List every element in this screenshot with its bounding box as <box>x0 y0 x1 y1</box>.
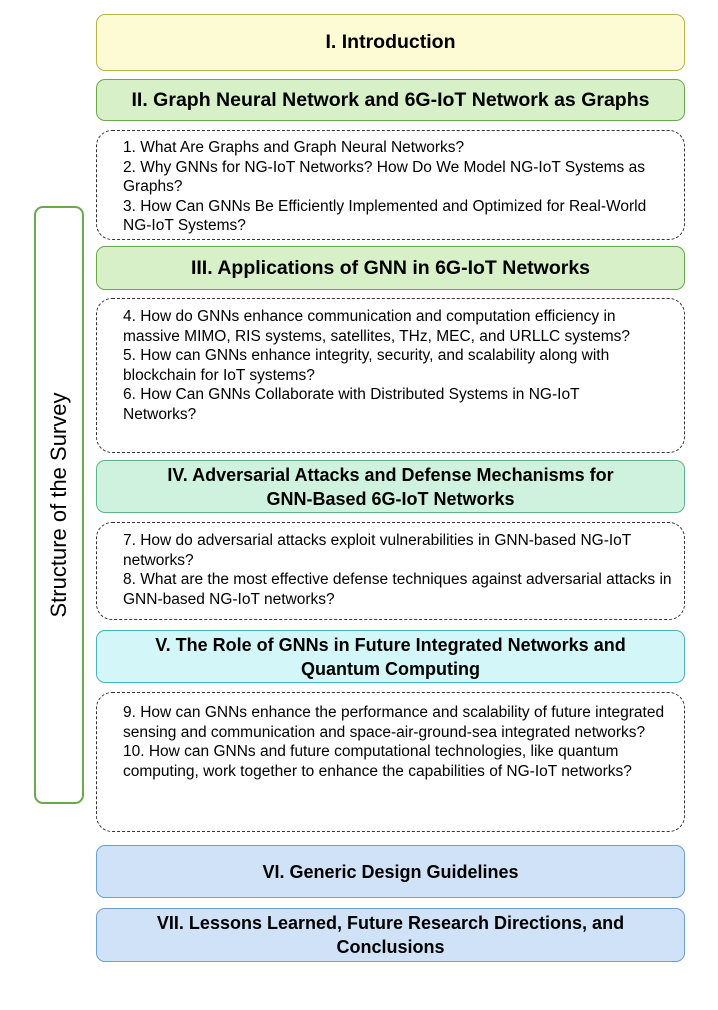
section-applications: III. Applications of GNN in 6G-IoT Netwo… <box>96 246 685 290</box>
question-5: 5. How can GNNs enhance integrity, secur… <box>123 347 610 384</box>
section-future-integrated-networks-title: V. The Role of GNNs in Future Integrated… <box>155 634 626 679</box>
questions-section-5: 9. How can GNNs enhance the performance … <box>96 692 685 832</box>
section-applications-title: III. Applications of GNN in 6G-IoT Netwo… <box>190 256 591 279</box>
structure-bracket <box>34 206 84 804</box>
questions-section-2: 1. What Are Graphs and Graph Neural Netw… <box>96 130 685 240</box>
section-adversarial-attacks: IV. Adversarial Attacks and Defense Mech… <box>96 460 685 513</box>
question-10: 10. How can GNNs and future computationa… <box>123 743 632 780</box>
question-1: 1. What Are Graphs and Graph Neural Netw… <box>123 139 465 156</box>
questions-section-4: 7. How do adversarial attacks exploit vu… <box>96 522 685 620</box>
question-3: 3. How Can GNNs Be Efficiently Implement… <box>123 197 647 235</box>
section-introduction-title: I. Introduction <box>325 31 456 53</box>
section-lessons-learned: VII. Lessons Learned, Future Research Di… <box>96 908 685 962</box>
section-introduction: I. Introduction <box>96 14 685 71</box>
section-graph-neural-network: II. Graph Neural Network and 6G-IoT Netw… <box>96 79 685 121</box>
section-lessons-learned-title: VII. Lessons Learned, Future Research Di… <box>156 913 625 957</box>
question-4: 4. How do GNNs enhance communication and… <box>123 308 631 345</box>
question-7: 7. How do adversarial attacks exploit vu… <box>123 532 631 569</box>
question-6: 6. How Can GNNs Collaborate with Distrib… <box>123 386 580 423</box>
structure-label: Structure of the Survey <box>46 392 71 618</box>
questions-section-3: 4. How do GNNs enhance communication and… <box>96 298 685 453</box>
section-graph-neural-network-title: II. Graph Neural Network and 6G-IoT Netw… <box>131 88 650 111</box>
section-future-integrated-networks: V. The Role of GNNs in Future Integrated… <box>96 630 685 683</box>
section-design-guidelines: VI. Generic Design Guidelines <box>96 845 685 898</box>
question-2: 2. Why GNNs for NG-IoT Networks? How Do … <box>123 158 645 196</box>
question-9: 9. How can GNNs enhance the performance … <box>123 704 665 741</box>
section-adversarial-attacks-title: IV. Adversarial Attacks and Defense Mech… <box>167 464 614 509</box>
section-design-guidelines-title: VI. Generic Design Guidelines <box>262 861 519 882</box>
question-8: 8. What are the most effective defense t… <box>123 571 672 608</box>
